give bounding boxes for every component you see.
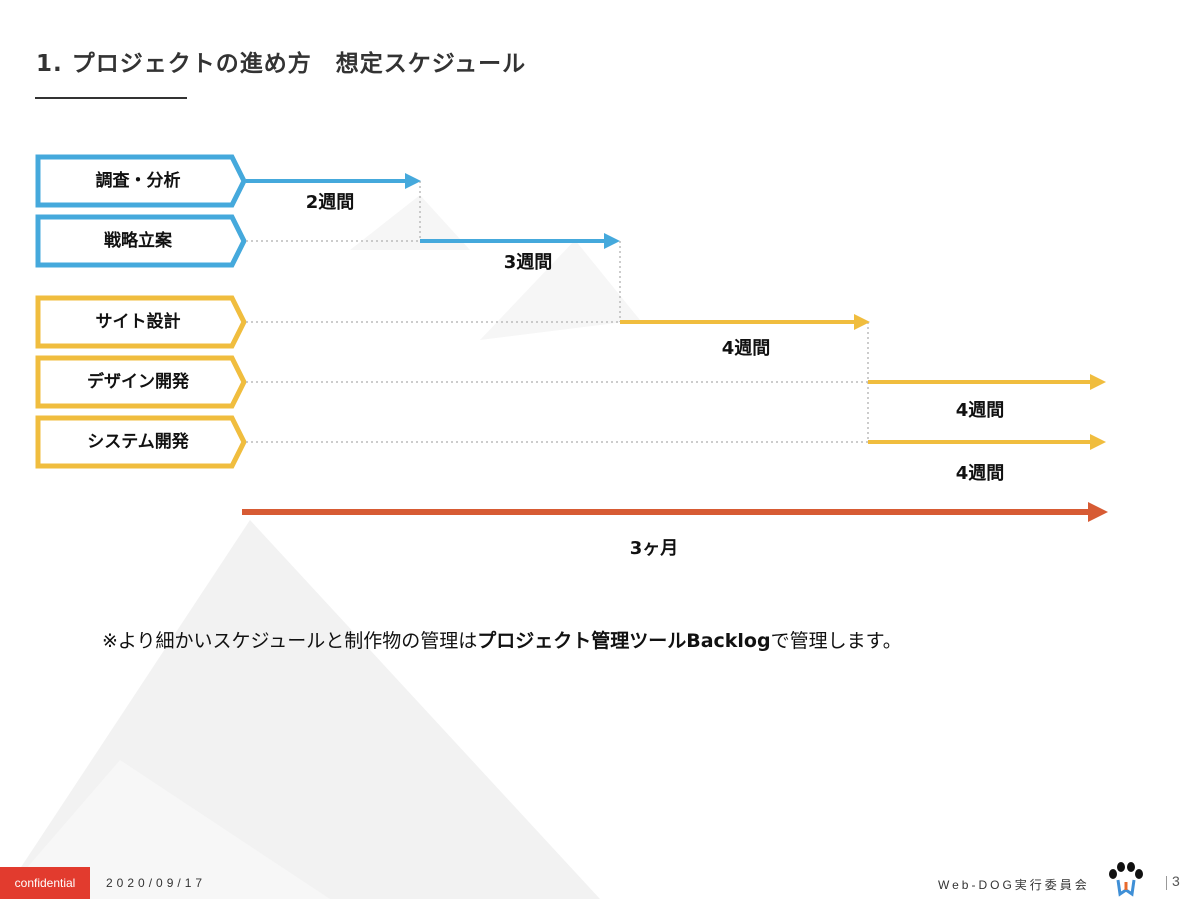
phase-box-design-dev bbox=[35, 355, 247, 409]
title-underline bbox=[35, 97, 187, 99]
note-bold: プロジェクト管理ツールBacklog bbox=[477, 630, 771, 652]
total-duration-label: 3ヶ月 bbox=[629, 538, 679, 559]
phase-label-strategy: 戦略立案 bbox=[104, 231, 172, 251]
duration-label-system-dev: 4週間 bbox=[955, 463, 1005, 484]
phase-label-design-dev: デザイン開発 bbox=[87, 372, 189, 392]
phase-box-research bbox=[35, 154, 247, 208]
note-prefix: ※より細かいスケジュールと制作物の管理は bbox=[102, 630, 478, 652]
footer-separator bbox=[1166, 876, 1167, 890]
arrow-design-dev-head bbox=[1090, 374, 1106, 390]
phase-label-research: 調査・分析 bbox=[95, 171, 181, 191]
arrow-total-head bbox=[1088, 502, 1108, 522]
phase-box-site-design bbox=[35, 295, 247, 349]
arrow-system-dev-head bbox=[1090, 434, 1106, 450]
page-number-value: 3 bbox=[1172, 873, 1180, 889]
note-suffix: で管理します。 bbox=[770, 630, 902, 652]
footer-date: 2020/09/17 bbox=[106, 876, 207, 890]
page-title: 1. プロジェクトの進め方 想定スケジュール bbox=[36, 51, 527, 77]
duration-label-strategy: 3週間 bbox=[503, 252, 553, 273]
arrow-strategy-head bbox=[604, 233, 620, 249]
phase-label-site-design: サイト設計 bbox=[95, 312, 181, 332]
schedule-note: ※より細かいスケジュールと制作物の管理はプロジェクト管理ツールBacklogで管… bbox=[102, 626, 902, 653]
footer-organization: Web-DOG実行委員会 bbox=[938, 878, 1090, 892]
duration-label-design-dev: 4週間 bbox=[955, 400, 1005, 421]
paw-logo-icon bbox=[1109, 862, 1143, 897]
phase-box-strategy bbox=[35, 214, 247, 268]
phase-label-system-dev: システム開発 bbox=[87, 432, 189, 452]
duration-label-research: 2週間 bbox=[305, 192, 355, 213]
confidential-badge: confidential bbox=[0, 867, 90, 899]
duration-label-site-design: 4週間 bbox=[721, 338, 771, 359]
arrow-research-head bbox=[405, 173, 421, 189]
phase-box-system-dev bbox=[35, 415, 247, 469]
page-number: 3 bbox=[1164, 873, 1180, 889]
arrow-site-design-head bbox=[854, 314, 870, 330]
